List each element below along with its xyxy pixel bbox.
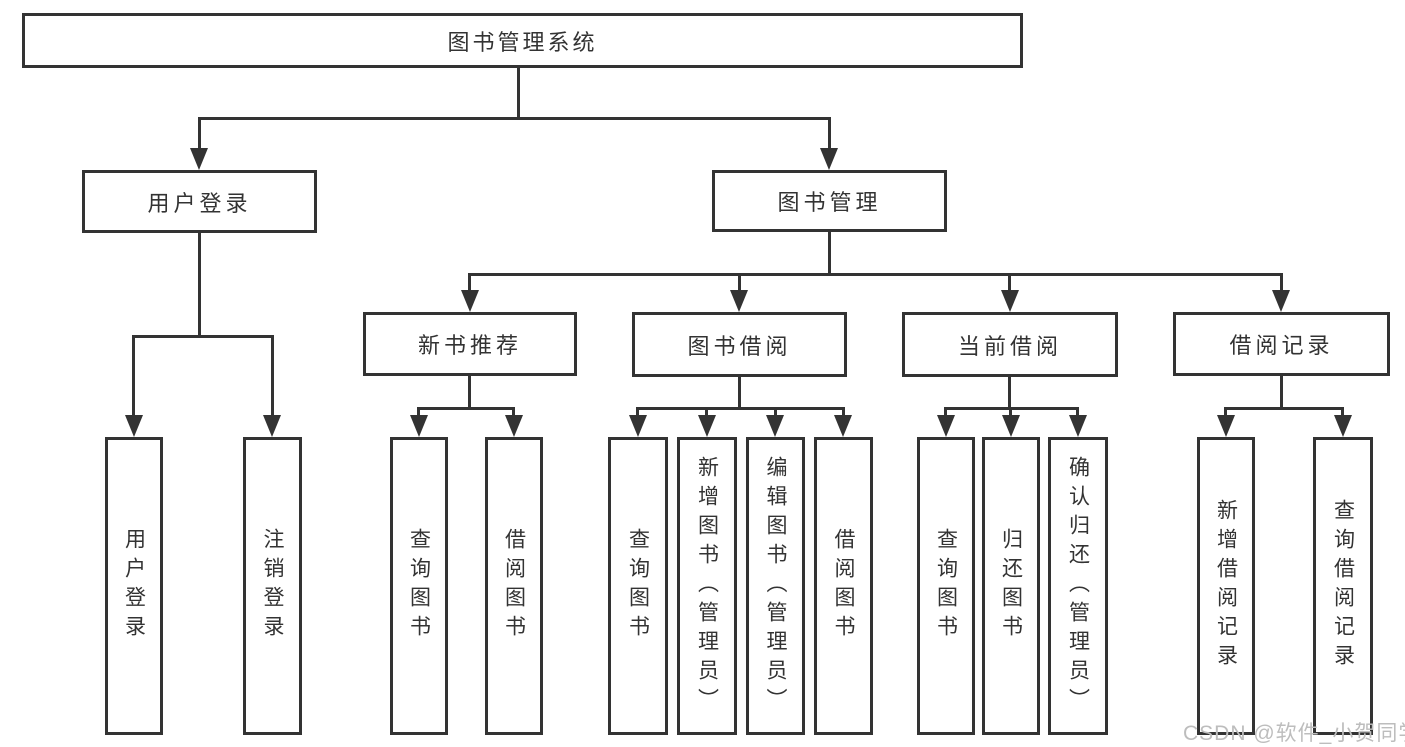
node-leaf-add-books-admin: 新增图书（管理员） — [677, 437, 737, 735]
arrow-head-leaf-logout — [263, 415, 281, 437]
node-leaf-return-books-label: 归还图书 — [999, 528, 1023, 644]
arrow-line-g3-add — [705, 407, 708, 417]
node-leaf-edit-books-admin-label: 编辑图书（管理员） — [764, 455, 787, 717]
arrow-head-g4-confirm — [1069, 415, 1087, 437]
node-current-borrow-label: 当前借阅 — [957, 333, 1062, 359]
arrow-line-leaf-logout — [271, 335, 274, 417]
arrow-head-new-book-rec — [461, 290, 479, 312]
node-book-mgmt: 图书管理 — [712, 170, 947, 232]
node-leaf-rec-query-books: 查询图书 — [390, 437, 448, 735]
node-book-mgmt-label: 图书管理 — [777, 190, 882, 215]
node-leaf-borrow-query-books: 查询图书 — [608, 437, 668, 735]
node-borrow-record-label: 借阅记录 — [1229, 333, 1334, 358]
connector-new-book-rec-bar — [417, 407, 515, 410]
node-library-system-label: 图书管理系统 — [447, 29, 598, 55]
node-leaf-rec-borrow-books: 借阅图书 — [485, 437, 543, 735]
arrow-line-g5-add — [1224, 407, 1227, 417]
node-leaf-user-login: 用户登录 — [105, 437, 163, 735]
arrow-line-leaf-user-login — [132, 335, 135, 417]
connector-level2-bar — [198, 117, 831, 120]
node-user-login: 用户登录 — [82, 170, 317, 233]
node-new-book-rec: 新书推荐 — [363, 312, 577, 376]
node-leaf-query-borrow-record-label: 查询借阅记录 — [1331, 499, 1355, 673]
csdn-watermark: CSDN @软件_小贺同学 — [1183, 722, 1405, 745]
arrow-head-book-borrow — [730, 290, 748, 312]
arrow-line-g4-confirm — [1076, 407, 1079, 417]
connector-borrow-record-bar — [1224, 407, 1344, 410]
arrow-line-g4-query — [944, 407, 947, 417]
node-leaf-rec-query-books-label: 查询图书 — [407, 528, 431, 644]
arrow-head-g3-borrow — [834, 415, 852, 437]
arrow-head-g5-add — [1217, 415, 1235, 437]
connector-new-book-rec-stem — [468, 376, 471, 407]
node-leaf-logout: 注销登录 — [243, 437, 302, 735]
connector-root-stem — [517, 68, 520, 117]
arrow-head-g3-query — [629, 415, 647, 437]
arrow-line-g3-query — [636, 407, 639, 417]
node-borrow-record: 借阅记录 — [1173, 312, 1390, 376]
connector-current-borrow-stem — [1008, 377, 1011, 407]
node-leaf-add-borrow-record: 新增借阅记录 — [1197, 437, 1255, 735]
arrow-head-g2-query — [410, 415, 428, 437]
connector-user-login-stem — [198, 233, 201, 335]
node-leaf-user-login-label: 用户登录 — [122, 528, 146, 644]
arrow-line-g5-query — [1341, 407, 1344, 417]
node-book-borrow: 图书借阅 — [632, 312, 847, 377]
node-leaf-add-books-admin-label: 新增图书（管理员） — [695, 455, 719, 717]
arrow-line-book-mgmt — [828, 117, 831, 150]
arrow-head-borrow-record — [1272, 290, 1290, 312]
arrow-line-g2-query — [417, 407, 420, 417]
node-leaf-borrow-query-books-label: 查询图书 — [626, 528, 650, 644]
connector-book-mgmt-stem — [828, 232, 831, 273]
arrow-head-g3-add — [698, 415, 716, 437]
arrow-line-book-borrow — [738, 273, 741, 292]
arrow-head-g2-borrow — [505, 415, 523, 437]
arrow-line-current-borrow — [1008, 273, 1011, 292]
node-new-book-rec-label: 新书推荐 — [417, 333, 522, 358]
node-user-login-label: 用户登录 — [147, 190, 252, 216]
node-library-system: 图书管理系统 — [22, 13, 1023, 68]
connector-book-borrow-stem — [738, 377, 741, 407]
arrow-head-user-login — [190, 148, 208, 170]
arrow-head-g4-query — [937, 415, 955, 437]
node-leaf-current-query-books: 查询图书 — [917, 437, 975, 735]
node-leaf-confirm-return-admin-label: 确认归还（管理员） — [1066, 455, 1090, 717]
node-leaf-rec-borrow-books-label: 借阅图书 — [502, 528, 526, 644]
arrow-head-g3-edit — [766, 415, 784, 437]
arrow-line-new-book-rec — [468, 273, 471, 292]
arrow-head-g4-return — [1002, 415, 1020, 437]
arrow-line-g2-borrow — [512, 407, 515, 417]
node-leaf-confirm-return-admin: 确认归还（管理员） — [1048, 437, 1108, 735]
arrow-line-g3-borrow — [842, 407, 845, 417]
connector-borrow-record-stem — [1280, 376, 1283, 407]
node-leaf-add-borrow-record-label: 新增借阅记录 — [1214, 499, 1238, 673]
node-leaf-current-query-books-label: 查询图书 — [934, 528, 958, 644]
node-leaf-return-books: 归还图书 — [982, 437, 1040, 735]
arrow-line-g3-edit — [774, 407, 777, 417]
arrow-line-g4-return — [1009, 407, 1012, 417]
arrow-line-user-login — [198, 117, 201, 150]
arrow-head-current-borrow — [1001, 290, 1019, 312]
node-leaf-edit-books-admin: 编辑图书（管理员） — [746, 437, 805, 735]
connector-level3-bar — [468, 273, 1283, 276]
arrow-head-leaf-user-login — [125, 415, 143, 437]
node-leaf-borrow-borrow-books-label: 借阅图书 — [832, 528, 855, 644]
node-leaf-query-borrow-record: 查询借阅记录 — [1313, 437, 1373, 735]
connector-user-login-bar — [132, 335, 274, 338]
arrow-head-g5-query — [1334, 415, 1352, 437]
connector-book-borrow-bar — [636, 407, 845, 410]
arrow-line-borrow-record — [1280, 273, 1283, 292]
node-leaf-logout-label: 注销登录 — [261, 528, 284, 644]
node-book-borrow-label: 图书借阅 — [687, 333, 792, 359]
arrow-head-book-mgmt — [820, 148, 838, 170]
node-leaf-borrow-borrow-books: 借阅图书 — [814, 437, 873, 735]
node-current-borrow: 当前借阅 — [902, 312, 1118, 377]
